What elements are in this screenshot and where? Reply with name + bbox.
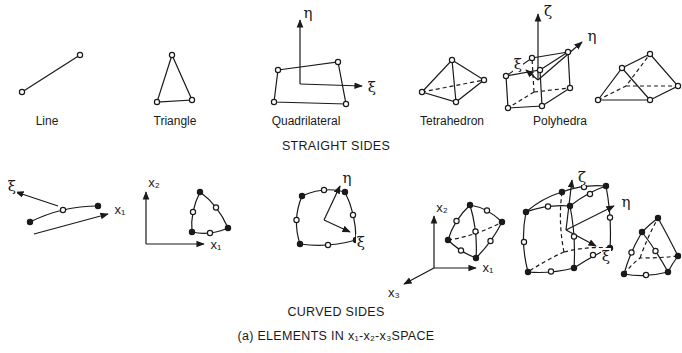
axis-label: x₂ <box>147 176 161 190</box>
element-name: Polyhedra <box>533 115 587 128</box>
element-name: Line <box>36 115 59 128</box>
element-name: Quadrilateral <box>272 115 341 128</box>
axis-symbol: ξ <box>356 234 366 251</box>
element-name: Triangle <box>154 115 197 128</box>
axis-label: x₁ <box>482 261 495 275</box>
element-name: Tetrahedron <box>420 115 484 128</box>
axis-symbol: η <box>303 5 314 22</box>
axis-symbol: ξ <box>7 178 17 195</box>
axis-label: x₃ <box>387 286 401 300</box>
axis-symbol: ζ <box>577 169 587 186</box>
figure-caption: (a) ELEMENTS IN x₁-x₂-x₃SPACE <box>238 330 435 344</box>
axis-label: x₁ <box>114 203 127 217</box>
axis-label: x₂ <box>435 201 449 215</box>
axis-symbol: η <box>621 194 632 211</box>
axis-symbol: η <box>342 170 353 187</box>
axis-symbol: ζ <box>543 3 553 20</box>
axis-symbol: ξ <box>513 56 523 73</box>
axis-symbol: ξ <box>367 79 377 96</box>
group-heading: STRAIGHT SIDES <box>282 140 390 154</box>
group-heading: CURVED SIDES <box>287 306 384 320</box>
axis-symbol: ξ <box>601 248 611 265</box>
axis-label: x₁ <box>210 238 223 252</box>
axis-symbol: η <box>587 28 598 45</box>
